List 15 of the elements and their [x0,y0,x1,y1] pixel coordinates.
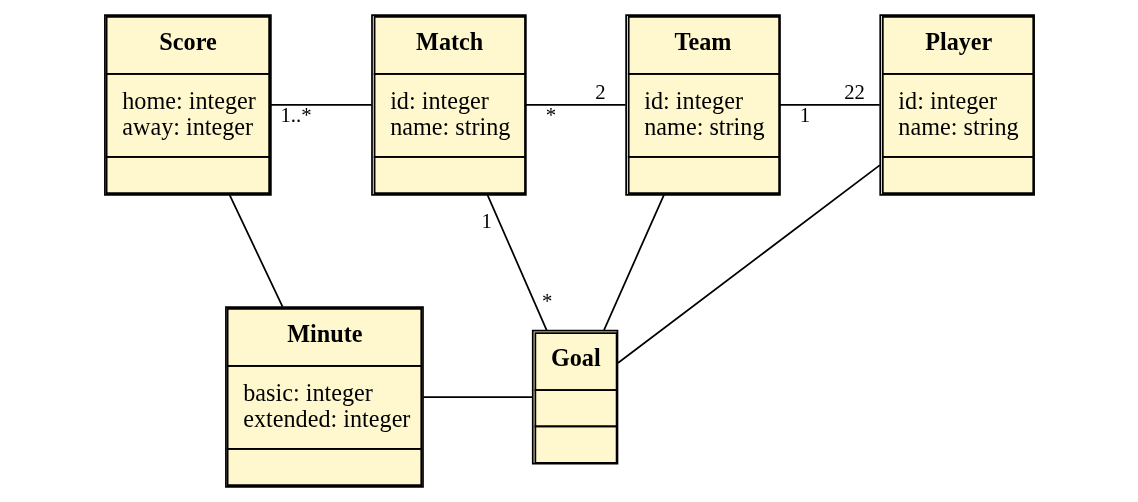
connector [778,104,880,106]
label: 2 [594,80,606,103]
connector [422,396,533,398]
label: * [541,289,552,312]
connector [616,164,881,364]
label: 1 [799,103,810,126]
connector [602,193,665,331]
connector [486,193,547,331]
label: 22 [843,80,865,103]
connector [524,104,626,106]
label: 1 [481,209,492,232]
label: 1..* [280,103,312,126]
connector [269,104,373,106]
connector [228,193,283,308]
label: * [545,103,556,126]
